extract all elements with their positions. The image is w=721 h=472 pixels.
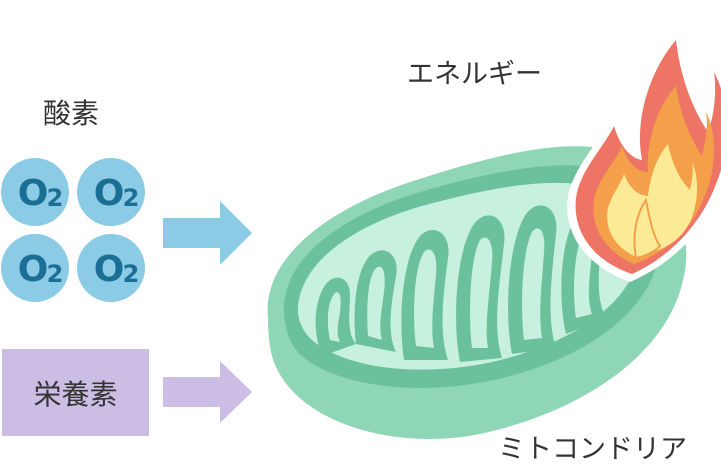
nutrient-box-bg — [2, 349, 149, 436]
mitochondria-label: ミトコンドリア — [498, 434, 687, 465]
oxygen-symbol: O — [18, 173, 49, 214]
oxygen-symbol: O — [18, 249, 49, 290]
oxygen-symbol: O — [94, 173, 125, 214]
oxygen-subscript: 2 — [47, 184, 64, 212]
oxygen-molecule-4: O 2 — [77, 234, 145, 302]
energy-label: エネルギー — [407, 59, 542, 90]
flame-icon — [567, 26, 721, 282]
oxygen-molecule-1: O 2 — [1, 158, 69, 226]
oxygen-circle — [77, 234, 145, 302]
nutrient-box: 栄養素 — [2, 349, 149, 436]
oxygen-subscript: 2 — [123, 260, 140, 288]
oxygen-subscript: 2 — [47, 260, 64, 288]
nutrient-arrow — [163, 361, 252, 423]
oxygen-molecule-3: O 2 — [1, 234, 69, 302]
mito-cristae-inner — [327, 228, 593, 348]
oxygen-label: 酸素 — [43, 97, 100, 130]
crista-inner-2 — [367, 266, 385, 340]
oxygen-circle — [1, 234, 69, 302]
oxygen-circle — [1, 158, 69, 226]
oxygen-molecule-2: O 2 — [77, 158, 145, 226]
crista-inner-4 — [470, 237, 493, 348]
nutrient-label: 栄養素 — [33, 377, 118, 411]
flame-inner — [607, 144, 698, 256]
crista-inner-5 — [522, 228, 545, 340]
oxygen-subscript: 2 — [123, 184, 140, 212]
oxygen-arrow — [163, 201, 252, 265]
crista-inner-3 — [414, 249, 437, 348]
oxygen-symbol: O — [94, 249, 125, 290]
crista-inner-1 — [327, 292, 341, 342]
flame-core — [633, 197, 662, 260]
oxygen-circle — [77, 158, 145, 226]
